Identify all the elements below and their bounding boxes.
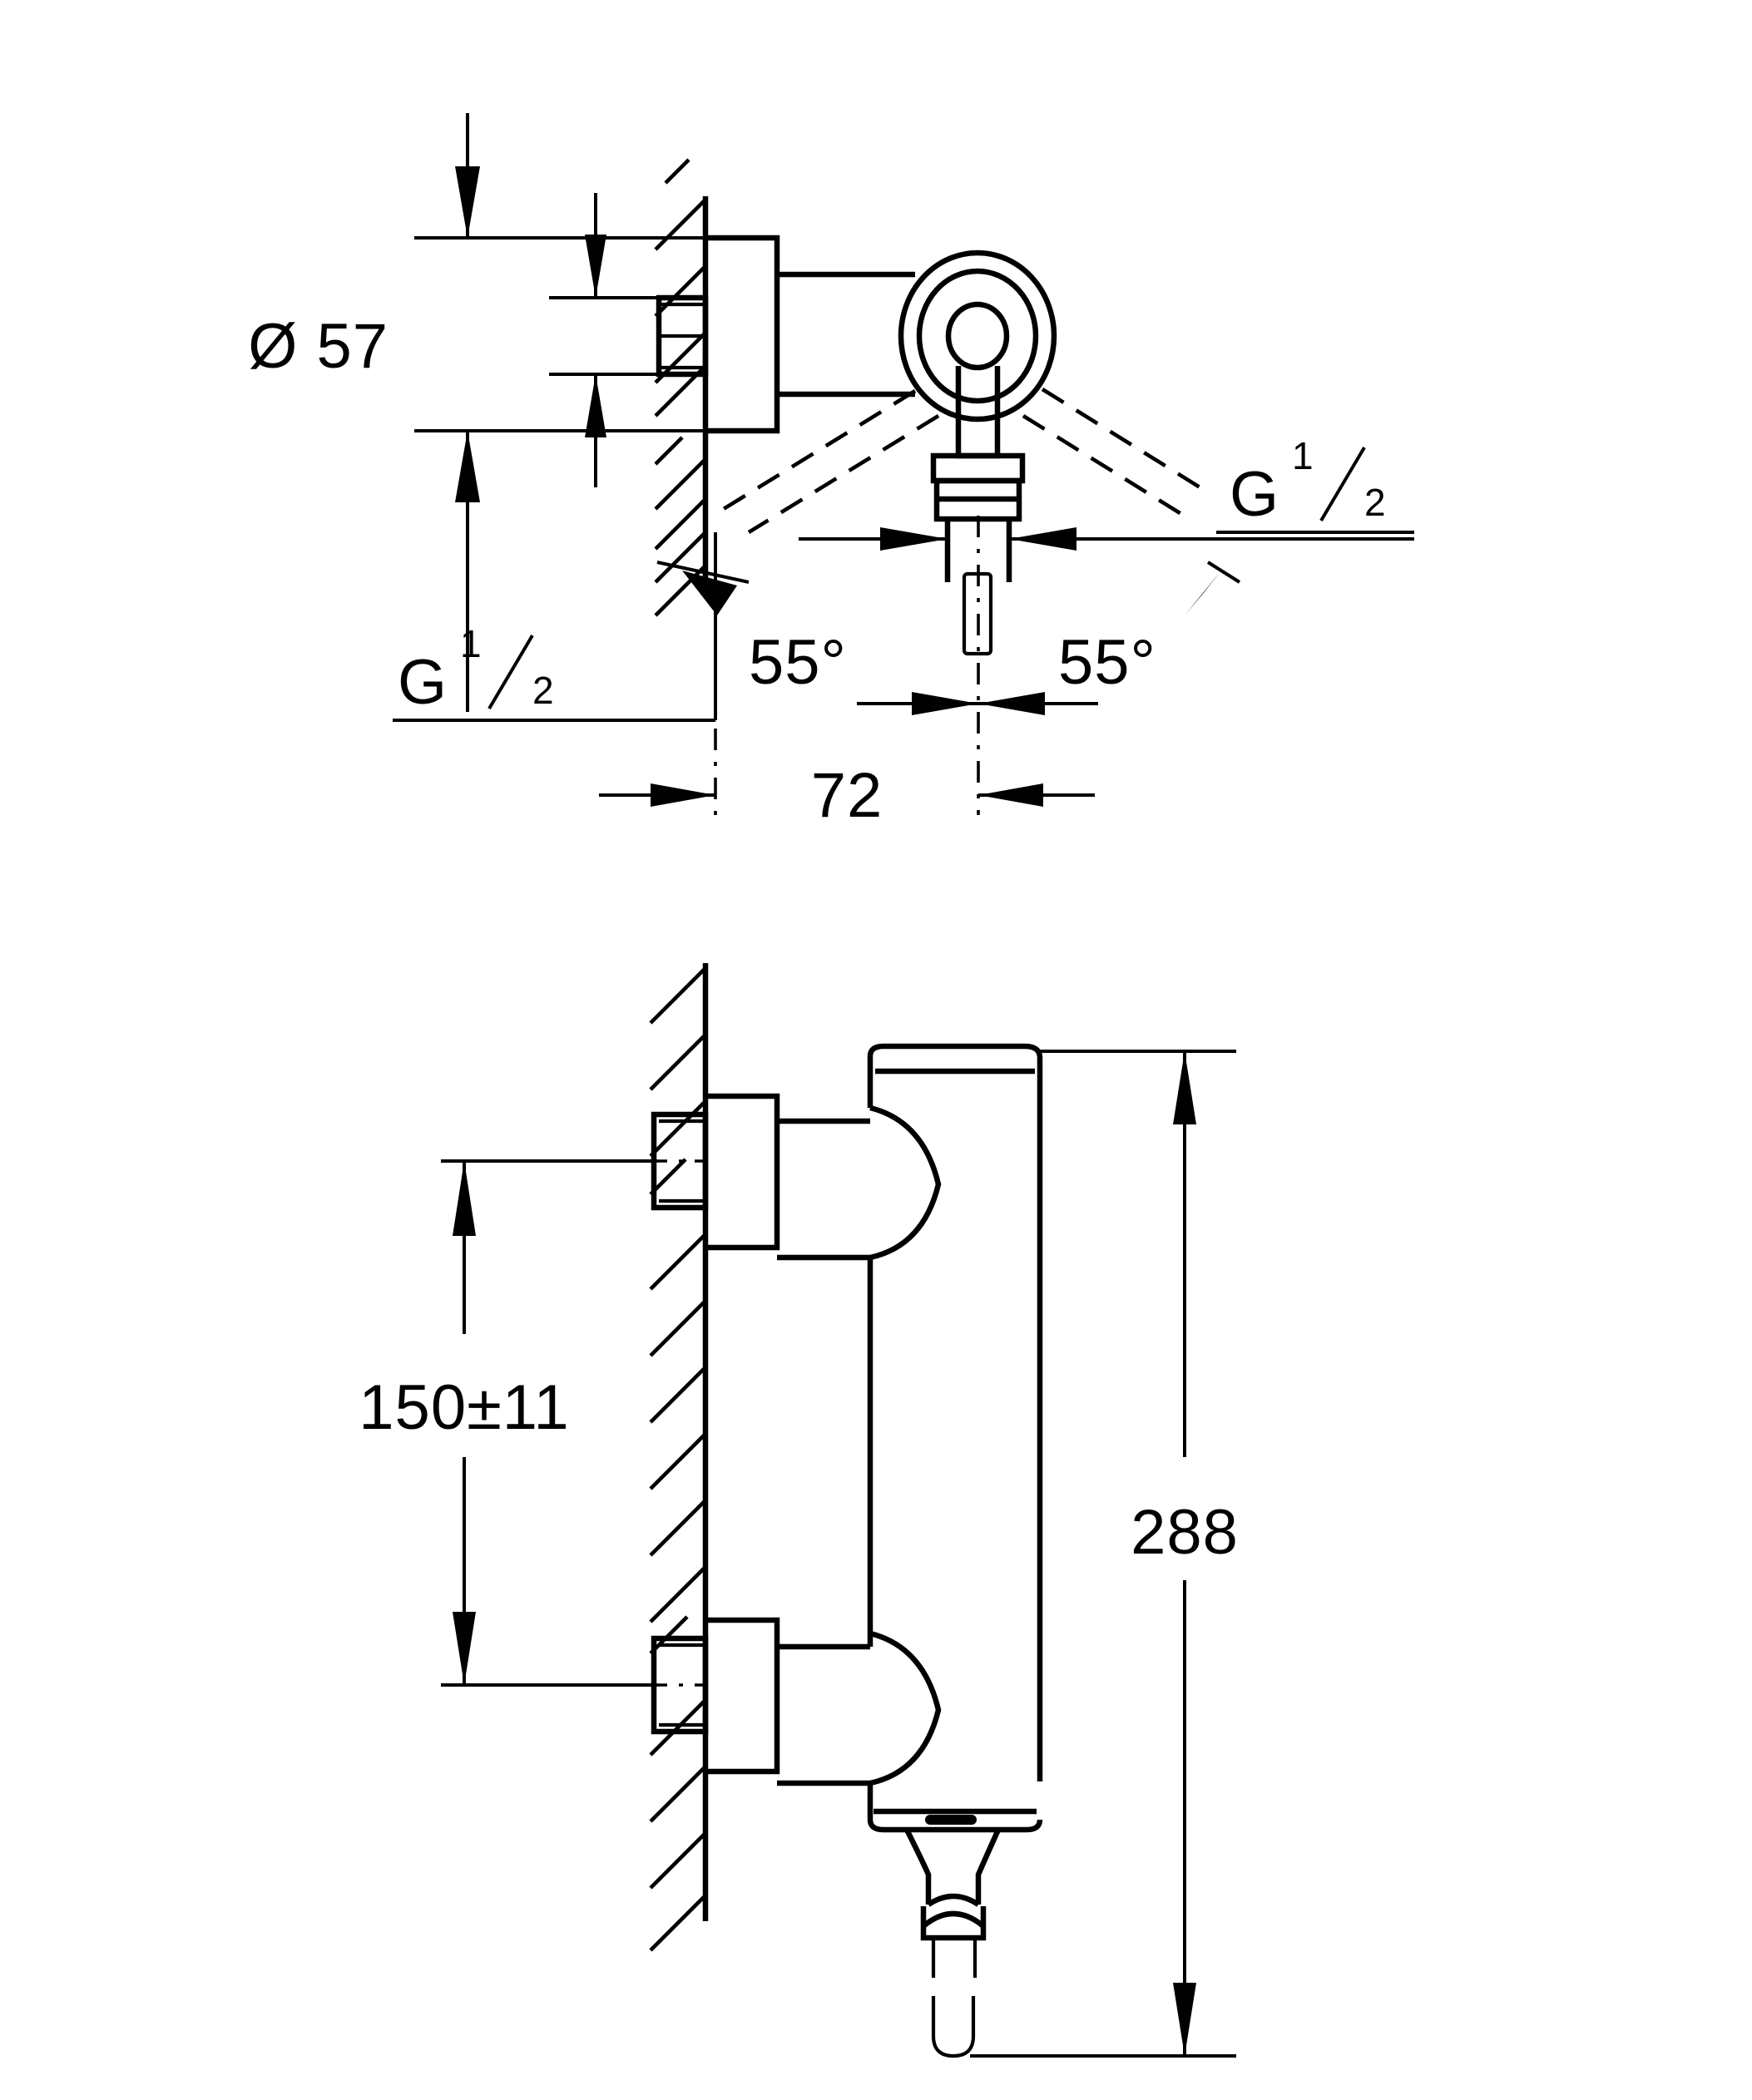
dimension-label-thread-right: G xyxy=(1230,459,1279,530)
outlet-spigot-side-view xyxy=(904,1828,1001,2058)
dimension-label-overall-height: 288 xyxy=(1131,1497,1239,1568)
dimension-overall-height-288: 288 xyxy=(970,1050,1239,2058)
angle-apex-arrows xyxy=(857,692,1098,715)
dimension-diameter-57: Ø 57 xyxy=(248,113,715,574)
dimension-label-inlet-spacing: 150±11 xyxy=(359,1372,569,1443)
handle-knob-top-view xyxy=(898,250,1057,422)
dimension-projection-72: 72 xyxy=(599,760,1095,831)
side-view-group: 150±11 288 xyxy=(359,963,1239,2058)
outlet-stem-top-view xyxy=(930,366,1026,815)
dimension-label-thread-left-denominator: 2 xyxy=(532,669,554,712)
dimension-label-diameter-57: Ø 57 xyxy=(248,311,389,382)
dimension-thread-right: G 1 2 xyxy=(1216,434,1414,534)
dimension-label-thread-left: G xyxy=(398,647,448,718)
mixer-body-side-view xyxy=(777,1043,1043,1833)
dimension-angle-left: 55° xyxy=(656,532,847,820)
dimension-label-thread-right-numerator: 1 xyxy=(1292,434,1314,477)
dimension-outlet-width xyxy=(799,527,1414,551)
dimension-label-angle-left: 55° xyxy=(749,627,847,698)
inlet-nipple-top-view xyxy=(656,294,709,378)
lower-inlet-assembly xyxy=(449,1617,780,1775)
escutcheon-top-view xyxy=(705,235,780,434)
mixer-body-top-view xyxy=(777,271,915,398)
top-view-group: Ø 57 G 1 2 xyxy=(248,113,1414,831)
dimension-label-thread-left-numerator: 1 xyxy=(460,622,482,665)
wall-hatching-side xyxy=(649,966,707,1952)
upper-inlet-assembly xyxy=(449,1093,780,1251)
wall-side-view xyxy=(649,963,709,1952)
dimension-label-thread-right-denominator: 2 xyxy=(1364,481,1386,524)
dimension-label-projection-72: 72 xyxy=(811,760,883,831)
dimension-label-angle-right: 55° xyxy=(1058,627,1156,698)
dimension-thread-left: G 1 2 xyxy=(393,532,717,722)
wall-top-view xyxy=(654,158,709,617)
dimension-angle-right: 55° xyxy=(1058,561,1241,698)
wall-hatching-top xyxy=(654,158,707,617)
spray-direction-phantom-lines xyxy=(714,388,1210,534)
dimension-inlet-spacing-150: 150±11 xyxy=(359,1159,657,1687)
